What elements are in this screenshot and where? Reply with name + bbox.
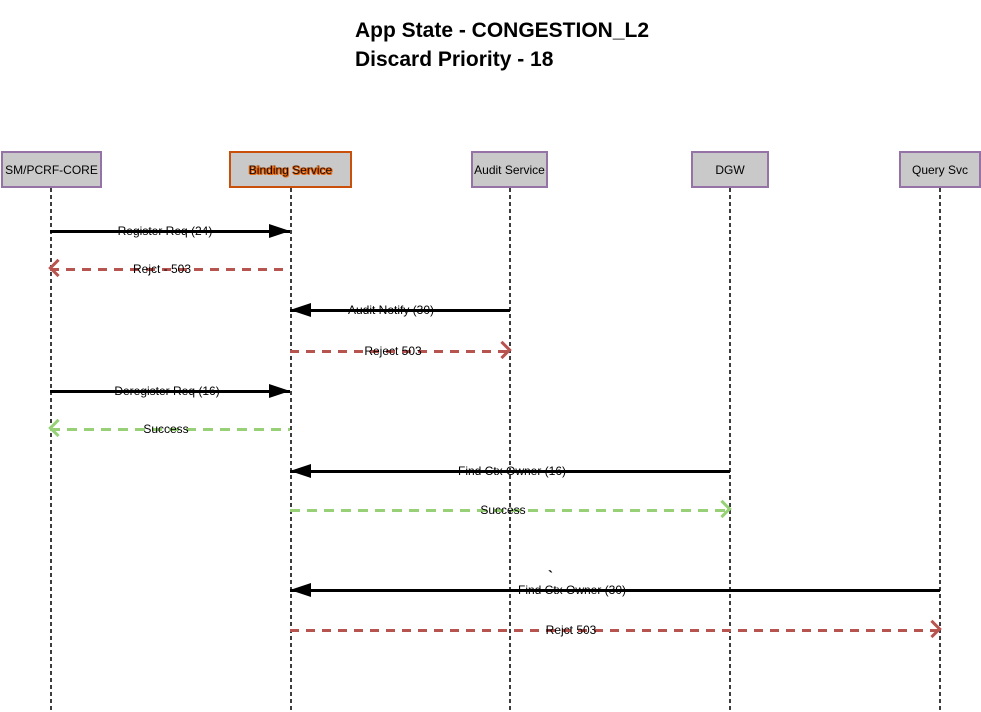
arrowhead-icon: [48, 418, 67, 438]
actor-label: Binding Service: [248, 162, 333, 177]
arrow-line: [290, 588, 940, 592]
lifeline-binding-service: [290, 188, 292, 712]
actor-audit-service: Audit Service: [471, 151, 548, 188]
arrow-line: [290, 628, 940, 632]
title-line-app-state: App State - CONGESTION_L2: [355, 19, 650, 42]
message-label: Audit Notify (30): [347, 303, 435, 317]
message-reject-503: Reject 503: [290, 340, 512, 360]
message-rejct-503-query: Rejct 503: [290, 619, 942, 639]
message-deregister-req: Deregister Req (16): [50, 383, 290, 399]
actor-sm-pcrf-core: SM/PCRF-CORE: [1, 151, 102, 188]
lifeline-dgw: [729, 188, 731, 712]
arrowhead-icon: [290, 303, 311, 317]
arrowhead-icon: [923, 619, 942, 639]
actor-query-svc: Query Svc: [899, 151, 981, 188]
arrowhead-icon: [269, 384, 290, 398]
arrow-line: [290, 508, 730, 512]
actor-binding-service: Binding Service: [229, 151, 352, 188]
lifeline-sm-pcrf-core: [50, 188, 52, 712]
message-audit-notify: Audit Notify (30): [290, 302, 510, 318]
arrowhead-icon: [269, 224, 290, 238]
arrowhead-icon: [48, 258, 67, 278]
arrow-line: [290, 308, 510, 312]
message-label: Register Req (24): [117, 224, 213, 238]
arrow-line: [50, 427, 290, 431]
message-rejct-503: Rejct - 503: [48, 258, 290, 278]
actor-label: Query Svc: [911, 162, 968, 177]
lifeline-audit-service: [509, 188, 511, 712]
arrowhead-icon: [290, 464, 311, 478]
actor-label: DGW: [715, 162, 745, 177]
arrow-line: [290, 349, 510, 353]
arrowhead-icon: [493, 340, 512, 360]
actor-label: SM/PCRF-CORE: [5, 162, 98, 177]
message-success-find-ctx: Success: [290, 499, 732, 519]
message-label: Rejct 503: [545, 623, 597, 637]
message-find-ctx-owner-30: Find Ctx Owner (30): [290, 582, 940, 598]
lifeline-query-svc: [939, 188, 941, 712]
arrowhead-icon: [713, 499, 732, 519]
diagram-title: App State - CONGESTION_L2 Discard Priori…: [355, 16, 649, 74]
message-label: Find Ctx Owner (16): [457, 464, 567, 478]
actor-label: Audit Service: [474, 162, 545, 177]
actor-dgw: DGW: [691, 151, 769, 188]
arrowhead-icon: [290, 583, 311, 597]
arrow-line: [290, 469, 730, 473]
message-label: Success: [480, 503, 526, 517]
title-line-discard-priority: Discard Priority - 18: [355, 48, 554, 71]
message-find-ctx-owner-16: Find Ctx Owner (16): [290, 463, 730, 479]
message-register-req: Register Req (24): [50, 223, 290, 239]
message-label: Deregister Req (16): [114, 384, 220, 398]
message-label: Find Ctx Owner (30): [517, 583, 627, 597]
arrow-line: [50, 229, 290, 233]
arrow-line: [50, 389, 290, 393]
message-success-deregister: Success: [48, 418, 290, 438]
arrow-line: [50, 267, 290, 271]
stray-grave-mark: `: [548, 568, 553, 585]
message-label: Rejct - 503: [132, 262, 192, 276]
message-label: Success: [143, 422, 189, 436]
message-label: Reject 503: [364, 344, 422, 358]
